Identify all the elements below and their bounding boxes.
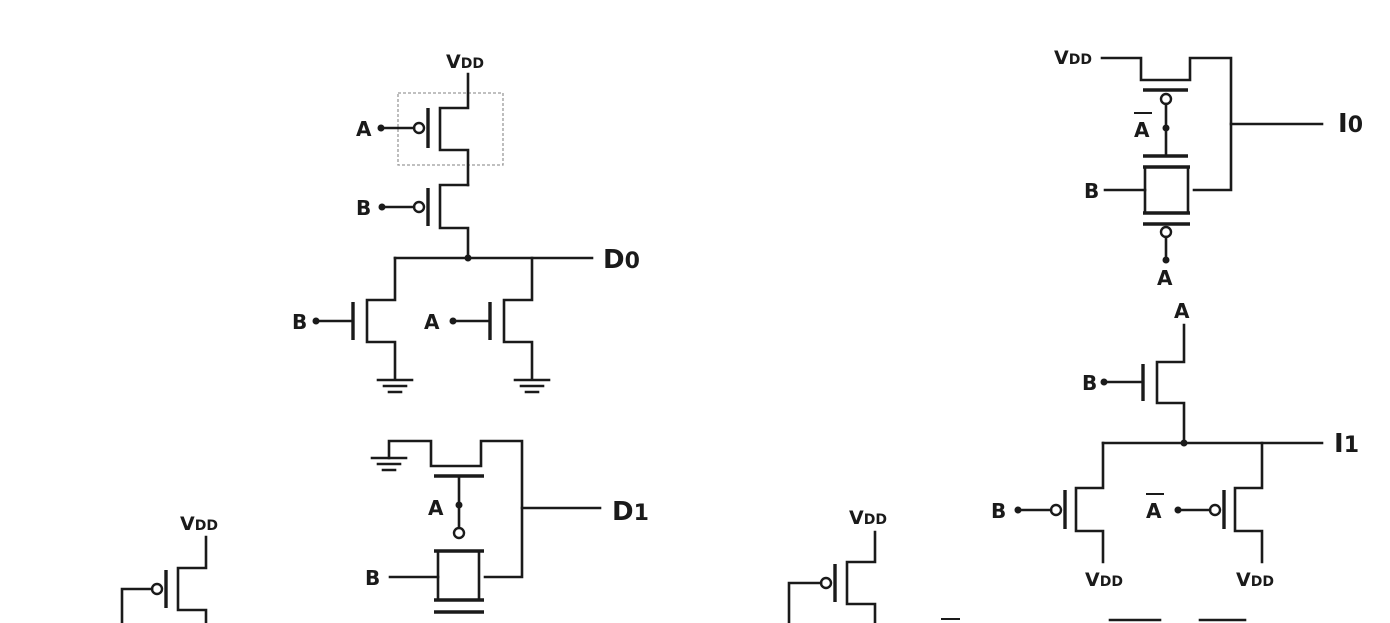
pmos-b: B (356, 183, 470, 260)
input-a-bar-label: A (1146, 499, 1162, 523)
vdd-label: VDD (849, 507, 887, 529)
partial-circuit-left: VDD (120, 513, 218, 623)
output-d0-label: D0 (603, 245, 640, 275)
output-i1-label: I1 (1334, 429, 1359, 459)
partial-circuit-middle: VDD (787, 507, 887, 623)
d1-circuit: A B D1 (365, 439, 649, 614)
input-b-label: B (991, 499, 1006, 523)
d0-circuit: VDD A B D0 B (292, 51, 640, 394)
i1-circuit: A B I1 B VDD A VDD (991, 299, 1359, 591)
pmos-a-bar-lower: A VDD (1146, 441, 1274, 591)
output-i0-label: I0 (1338, 109, 1363, 139)
input-a-label: A (428, 496, 444, 520)
pmos-b-lower: B VDD (991, 441, 1123, 591)
pmos-a: A (356, 72, 470, 187)
vdd-label: VDD (180, 513, 218, 535)
input-a-label: A (1174, 299, 1190, 323)
nmos-a: A (424, 256, 551, 394)
vdd-label: VDD (1054, 47, 1092, 69)
vdd-label: VDD (446, 51, 484, 73)
output-d1-label: D1 (612, 497, 649, 527)
input-b-label: B (365, 566, 380, 590)
input-b-label: B (292, 310, 307, 334)
input-b-label: B (356, 196, 371, 220)
nmos-b: B (292, 256, 414, 394)
vdd-label: VDD (1236, 569, 1274, 591)
input-a-bar-label: A (1134, 118, 1150, 142)
vdd-label: VDD (1085, 569, 1123, 591)
partial-circuit-right (941, 618, 1247, 622)
input-a-label: A (424, 310, 440, 334)
input-b-label: B (1084, 179, 1099, 203)
input-a-label: A (356, 117, 372, 141)
input-a-label: A (1157, 266, 1173, 290)
input-b-label: B (1082, 371, 1097, 395)
i0-circuit: VDD A B A I0 (1054, 47, 1363, 290)
